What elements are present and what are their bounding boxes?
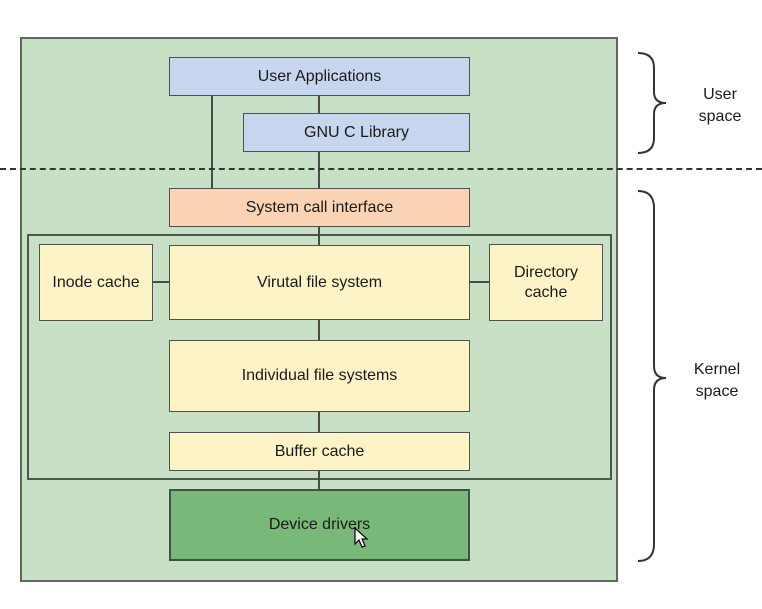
connector-vfs-to-dcache: [469, 281, 490, 283]
user-space-label-line1: User: [703, 86, 737, 103]
gnu-c-library-label: GNU C Library: [304, 123, 409, 141]
inode-cache-box: Inode cache: [39, 244, 153, 321]
connector-buffer-to-drivers: [318, 470, 320, 490]
buffer-cache-label: Buffer cache: [274, 442, 365, 460]
user-space-label: User space: [685, 84, 755, 128]
individual-file-systems-label: Individual file systems: [241, 367, 398, 384]
kernel-space-label-line1: Kernel: [693, 361, 741, 378]
virtual-file-system-label: Virutal file system: [256, 273, 383, 291]
user-space-label-line2: space: [698, 108, 742, 125]
individual-file-systems-box: Individual file systems: [169, 340, 470, 412]
gnu-c-library-box: GNU C Library: [243, 113, 470, 152]
connector-userapp-to-glibc: [318, 95, 320, 113]
buffer-cache-box: Buffer cache: [169, 432, 470, 471]
kernel-space-label: Kernel space: [682, 359, 752, 403]
user-kernel-boundary-line: [0, 168, 762, 170]
kernel-space-label-line2: space: [695, 383, 739, 400]
user-applications-label: User Applications: [257, 67, 382, 85]
user-space-brace: [637, 52, 667, 154]
directory-cache-box: Directory cache: [489, 244, 603, 321]
inode-cache-label: Inode cache: [52, 273, 140, 291]
system-call-interface-box: System call interface: [169, 188, 470, 227]
connector-individual-fs-to-buffer: [318, 411, 320, 433]
directory-cache-label-line1: Directory: [513, 263, 578, 281]
connector-syscall-to-vfs: [318, 226, 320, 246]
kernel-space-brace: [637, 190, 667, 562]
directory-cache-label-line2: cache: [524, 283, 568, 301]
system-call-interface-label: System call interface: [245, 198, 394, 216]
connector-vfs-to-individual-fs: [318, 319, 320, 341]
device-drivers-label: Device drivers: [268, 516, 371, 533]
virtual-file-system-box: Virutal file system: [169, 245, 470, 320]
mouse-cursor-icon: [354, 527, 369, 548]
connector-inode-to-vfs: [152, 281, 170, 283]
device-drivers-box: Device drivers: [169, 489, 470, 561]
user-applications-box: User Applications: [169, 57, 470, 96]
connector-userapp-to-syscall: [211, 95, 213, 188]
